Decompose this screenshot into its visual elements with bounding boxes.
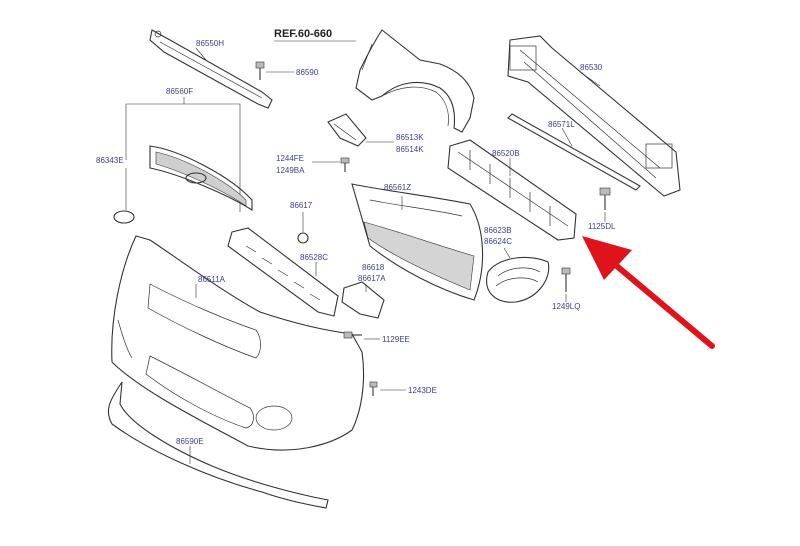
bolt-1249LQ [561,267,571,292]
cap-86617 [297,232,309,244]
fog-cover-86623B [486,256,550,303]
label-86617: 86617 [290,201,313,210]
label-1244FE: 1244FE [276,154,304,163]
label-86528C: 86528C [300,253,328,262]
label-1249LQ: 1249LQ [552,302,580,311]
label-86624C: 86624C [484,237,512,246]
label-86511A: 86511A [198,275,226,284]
label-86571L: 86571L [548,120,575,129]
label-86561Z: 86561Z [384,183,411,192]
label-86343E: 86343E [96,156,124,165]
screw-1244FE [340,157,350,172]
label-86513K: 86513K [396,133,424,142]
lower-lip-86590E [107,381,329,509]
ref-label: REF.60-660 [274,28,332,40]
label-86618: 86618 [362,263,385,272]
screw-1129EE [343,331,362,339]
screw-86590 [255,61,265,80]
side-bracket-86618 [341,281,385,319]
upper-grille [149,145,253,212]
label-86617A: 86617A [358,274,386,283]
bumper-beam-86530 [507,35,681,197]
emblem-86343E [113,210,135,224]
label-86590E: 86590E [176,437,204,446]
label-1249BA: 1249BA [276,166,305,175]
lower-grille-86561Z [351,183,484,301]
label-86590: 86590 [296,68,319,77]
side-bracket-86513K [327,113,367,147]
front-bumper-86511A [111,235,365,451]
fender-outline [355,29,475,133]
label-1125DL: 1125DL [588,222,616,231]
label-86514K: 86514K [396,145,424,154]
upper-bracket-86550H [149,29,273,109]
label-86520B: 86520B [492,149,520,158]
label-86623B: 86623B [484,226,512,235]
absorber-rod-86571L [507,113,641,191]
label-1243DE: 1243DE [408,386,437,395]
bracket-86528C [227,227,339,317]
bolt-1125DL [599,187,611,210]
screw-1243DE [369,381,378,396]
label-86560F: 86560F [166,87,193,96]
energy-absorber-86520B [447,139,577,241]
label-86550H: 86550H [196,39,224,48]
label-1129EE: 1129EE [382,335,410,344]
red-arrow-annotation [582,236,715,349]
label-86530: 86530 [580,63,603,72]
